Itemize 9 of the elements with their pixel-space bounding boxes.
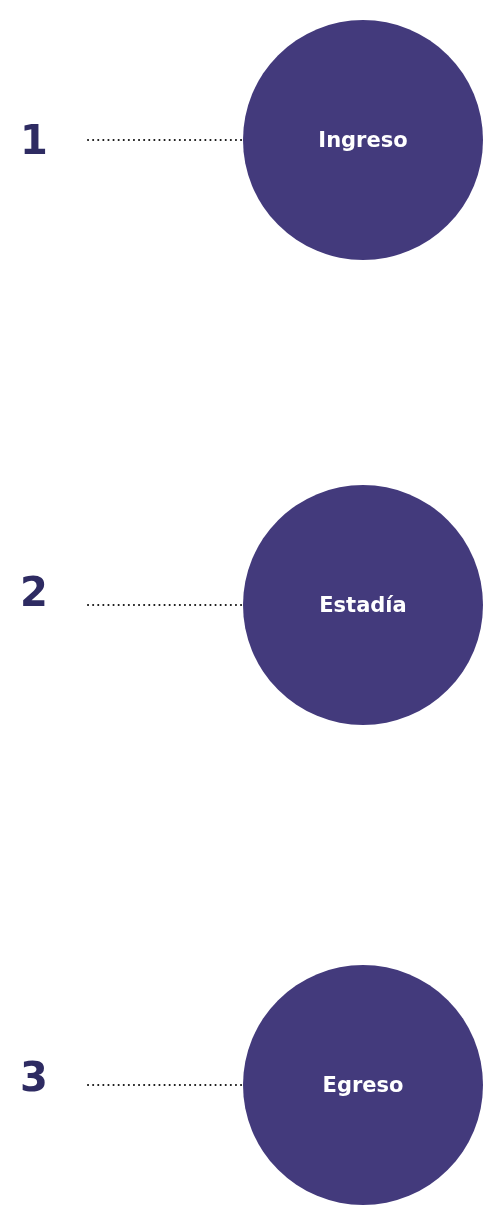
step-number: 1 — [18, 118, 50, 162]
step-number: 3 — [18, 1055, 50, 1099]
leader-line — [87, 604, 244, 606]
stage-label: Estadía — [319, 593, 407, 617]
step-number: 2 — [18, 570, 50, 614]
leader-line — [87, 139, 244, 141]
leader-line — [87, 1084, 244, 1086]
stage-label: Egreso — [322, 1073, 404, 1097]
stage-label: Ingreso — [318, 128, 408, 152]
